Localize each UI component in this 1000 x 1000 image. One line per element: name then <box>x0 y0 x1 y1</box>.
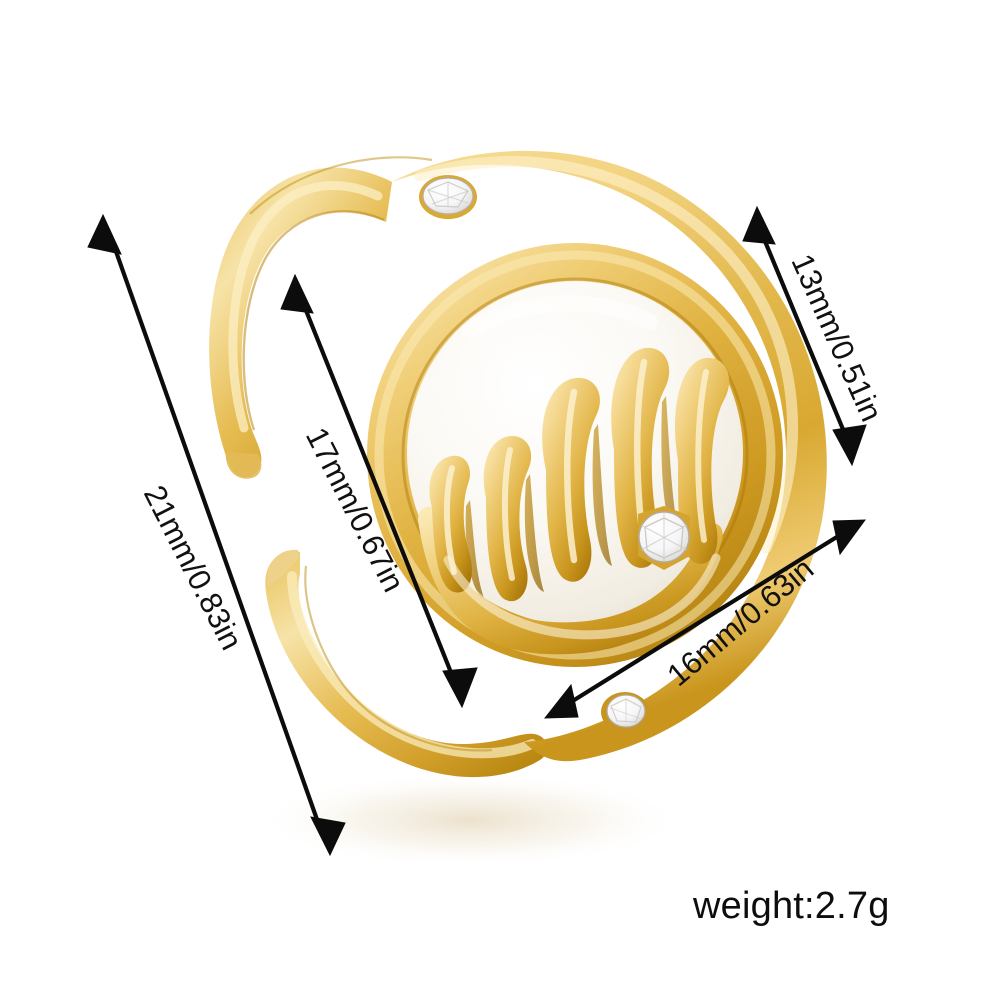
ring-band-right-highlight <box>414 156 799 554</box>
arrow-inner-height <box>280 273 478 709</box>
coral-highlight-5 <box>695 369 709 543</box>
ring-band-upper-arm-inner-edge <box>242 210 385 431</box>
ring-face-bezel-rim-highlight <box>374 250 776 660</box>
coral-base-highlight <box>443 553 721 640</box>
gem-center-motif <box>638 506 690 570</box>
gem-top-shoulder <box>419 175 477 219</box>
weight-label: weight:2.7g <box>693 885 890 927</box>
gem-bottom-shoulder <box>601 692 649 732</box>
ring-band-upper-arm-highlight <box>228 181 383 433</box>
coral-frond-5 <box>674 357 730 564</box>
ring-band-upper-arm-tip <box>225 452 262 479</box>
shell-inlay-sheen <box>462 295 658 338</box>
ring-band-top-seam <box>249 156 433 215</box>
coral-highlight-2 <box>501 447 515 581</box>
coral-shade-4 <box>661 396 680 540</box>
coral-shade-3 <box>592 424 612 566</box>
coral-frond-1 <box>429 455 473 593</box>
coral-shade-1 <box>465 500 484 598</box>
ring-band-lower-arm-highlight <box>287 571 537 759</box>
coral-frond-3 <box>542 377 600 582</box>
coral-base <box>418 506 723 655</box>
ring-shadow <box>255 772 685 868</box>
coral-shade-2 <box>524 474 544 592</box>
ring-band-lower-arm-tip <box>267 549 300 586</box>
dimension-arrows <box>87 205 867 857</box>
arrow-outer-height <box>87 213 346 857</box>
arrow-face-height <box>742 205 867 467</box>
coral-highlight-3 <box>564 388 578 564</box>
ring-band-lower-arm-inner-edge <box>304 565 493 752</box>
arrow-face-width <box>543 519 867 719</box>
